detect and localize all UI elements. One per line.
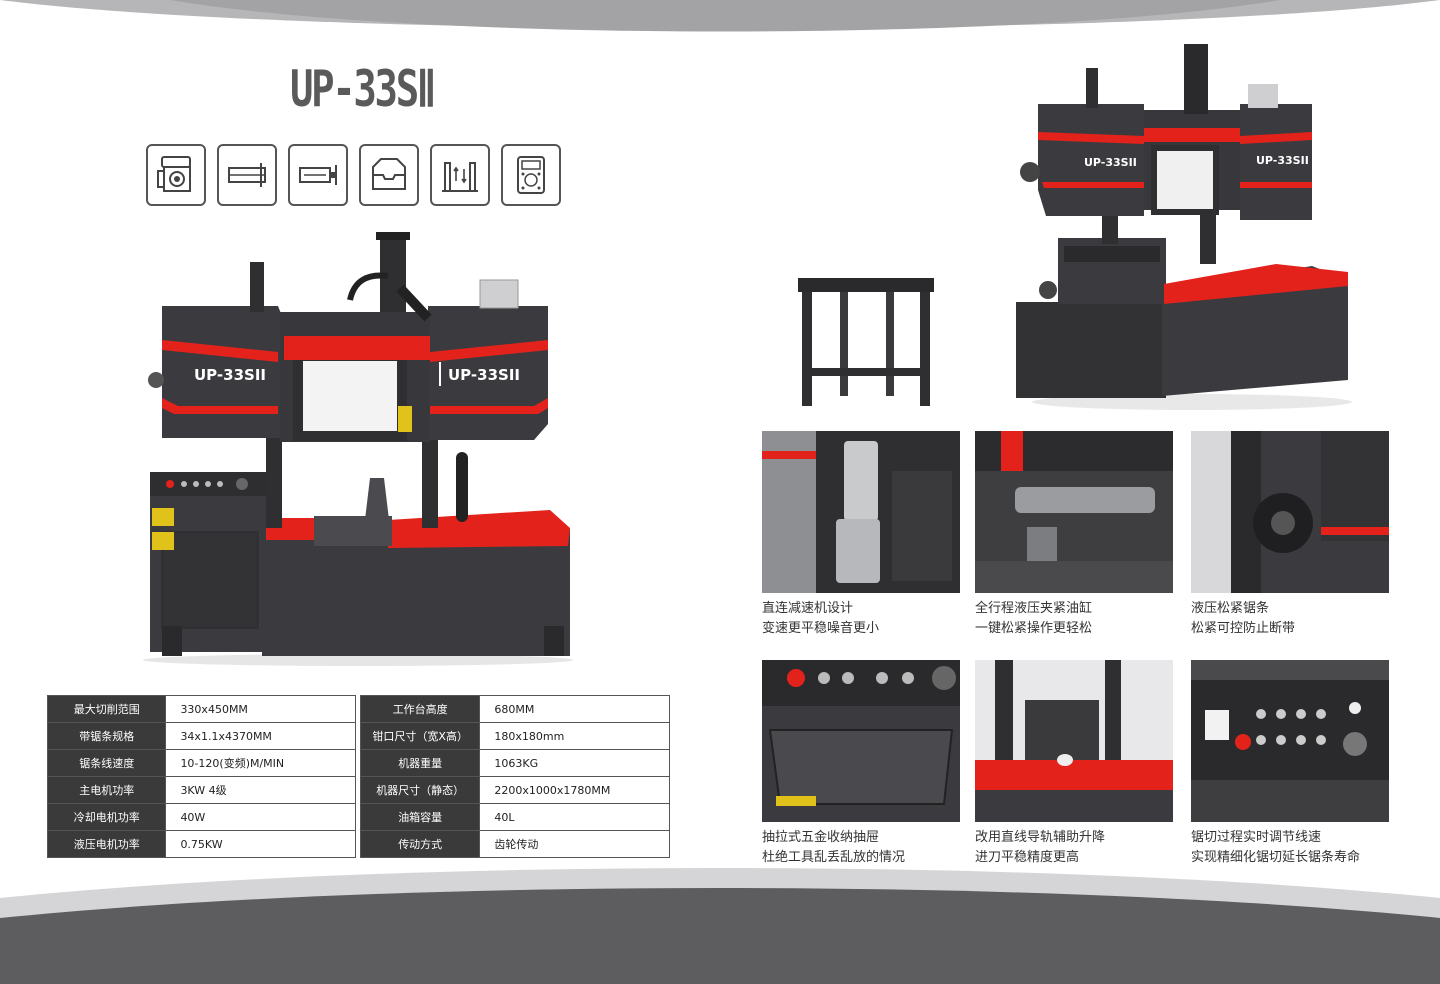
spec-label: 机器重量 xyxy=(359,749,481,777)
spec-value: 10-120(变频)M/MIN xyxy=(165,749,356,777)
spec-label: 工作台高度 xyxy=(359,695,481,723)
spec-label: 锯条线速度 xyxy=(46,749,167,777)
feature-caption: 抽拉式五金收纳抽屉 杜绝工具乱丢乱放的情况 xyxy=(762,828,982,868)
feature-caption: 直连减速机设计 变速更平稳噪音更小 xyxy=(762,599,982,639)
feature-caption-line2: 变速更平稳噪音更小 xyxy=(762,621,880,636)
stand-image xyxy=(798,278,934,406)
control-panel-icon xyxy=(501,144,561,206)
spec-label: 冷却电机功率 xyxy=(46,803,167,831)
spec-row: 传动方式齿轮传动 xyxy=(359,830,670,858)
machine-label-right: UP-33SII xyxy=(448,366,520,384)
spec-value: 1063KG xyxy=(479,749,670,777)
feature-caption-line1: 液压松紧锯条 xyxy=(1191,601,1270,616)
machine-label-angled-right: UP-33SII xyxy=(1256,154,1309,167)
spec-value: 34x1.1x4370MM xyxy=(165,722,356,750)
spec-label: 带锯条规格 xyxy=(46,722,167,750)
guide-rail-icon xyxy=(430,144,490,206)
feature-caption: 改用直线导轨辅助升降 进刀平稳精度更高 xyxy=(975,828,1195,868)
gear-motor-icon xyxy=(146,144,206,206)
spec-row: 钳口尺寸（宽X高）180x180mm xyxy=(359,722,670,750)
feature-caption: 液压松紧锯条 松紧可控防止断带 xyxy=(1191,599,1411,639)
feature-caption-line2: 实现精细化锯切延长锯条寿命 xyxy=(1191,850,1361,865)
feature-photo-gear-motor xyxy=(762,431,960,593)
spec-label: 油箱容量 xyxy=(359,803,481,831)
feature-caption-line1: 全行程液压夹紧油缸 xyxy=(975,601,1093,616)
spec-value: 2200x1000x1780MM xyxy=(479,776,670,804)
feature-caption: 锯切过程实时调节线速 实现精细化锯切延长锯条寿命 xyxy=(1191,828,1411,868)
feature-caption-line1: 直连减速机设计 xyxy=(762,601,854,616)
feature-icon-row xyxy=(146,144,561,206)
feature-caption-line2: 一键松紧操作更轻松 xyxy=(975,621,1093,636)
model-title: UP-33SⅡ xyxy=(290,60,436,118)
spec-value: 40W xyxy=(165,803,356,831)
bottom-decor-band xyxy=(0,868,1440,984)
spec-label: 机器尺寸（静态） xyxy=(359,776,481,804)
spec-label: 钳口尺寸（宽X高） xyxy=(359,722,481,750)
main-machine-image: UP-33SII UP-33SII xyxy=(143,232,573,666)
feature-photo-linear-guide xyxy=(975,660,1173,822)
spec-label: 传动方式 xyxy=(359,830,481,858)
spec-value: 40L xyxy=(479,803,670,831)
feature-photo-blade-tension xyxy=(1191,431,1389,593)
angled-machine-image: UP-33SII UP-33SII xyxy=(1016,44,1352,410)
machine-label-angled-left: UP-33SII xyxy=(1084,156,1137,169)
feature-caption-line1: 改用直线导轨辅助升降 xyxy=(975,830,1106,845)
clamp-cylinder-icon xyxy=(288,144,348,206)
spec-value: 680MM xyxy=(479,695,670,723)
spec-label: 液压电机功率 xyxy=(46,830,167,858)
feature-photo-speed-panel xyxy=(1191,660,1389,822)
spec-label: 主电机功率 xyxy=(46,776,167,804)
spec-value: 3KW 4级 xyxy=(165,776,356,804)
drawer-icon xyxy=(359,144,419,206)
feature-caption-line2: 松紧可控防止断带 xyxy=(1191,621,1296,636)
feature-caption: 全行程液压夹紧油缸 一键松紧操作更轻松 xyxy=(975,599,1195,639)
blade-icon xyxy=(217,144,277,206)
feature-caption-line1: 锯切过程实时调节线速 xyxy=(1191,830,1322,845)
feature-photo-drawer xyxy=(762,660,960,822)
feature-caption-line2: 进刀平稳精度更高 xyxy=(975,850,1080,865)
spec-value: 0.75KW xyxy=(165,830,356,858)
feature-photo-clamp-cylinder xyxy=(975,431,1173,593)
spec-value: 330x450MM xyxy=(165,695,356,723)
top-decor-band xyxy=(0,0,1440,32)
spec-value: 180x180mm xyxy=(479,722,670,750)
feature-caption-line1: 抽拉式五金收纳抽屉 xyxy=(762,830,880,845)
machine-label-left: UP-33SII xyxy=(194,366,266,384)
spec-row: 机器尺寸（静态）2200x1000x1780MM xyxy=(359,776,670,804)
spec-value: 齿轮传动 xyxy=(479,830,670,858)
feature-caption-line2: 杜绝工具乱丢乱放的情况 xyxy=(762,850,906,865)
spec-label: 最大切削范围 xyxy=(46,695,167,723)
